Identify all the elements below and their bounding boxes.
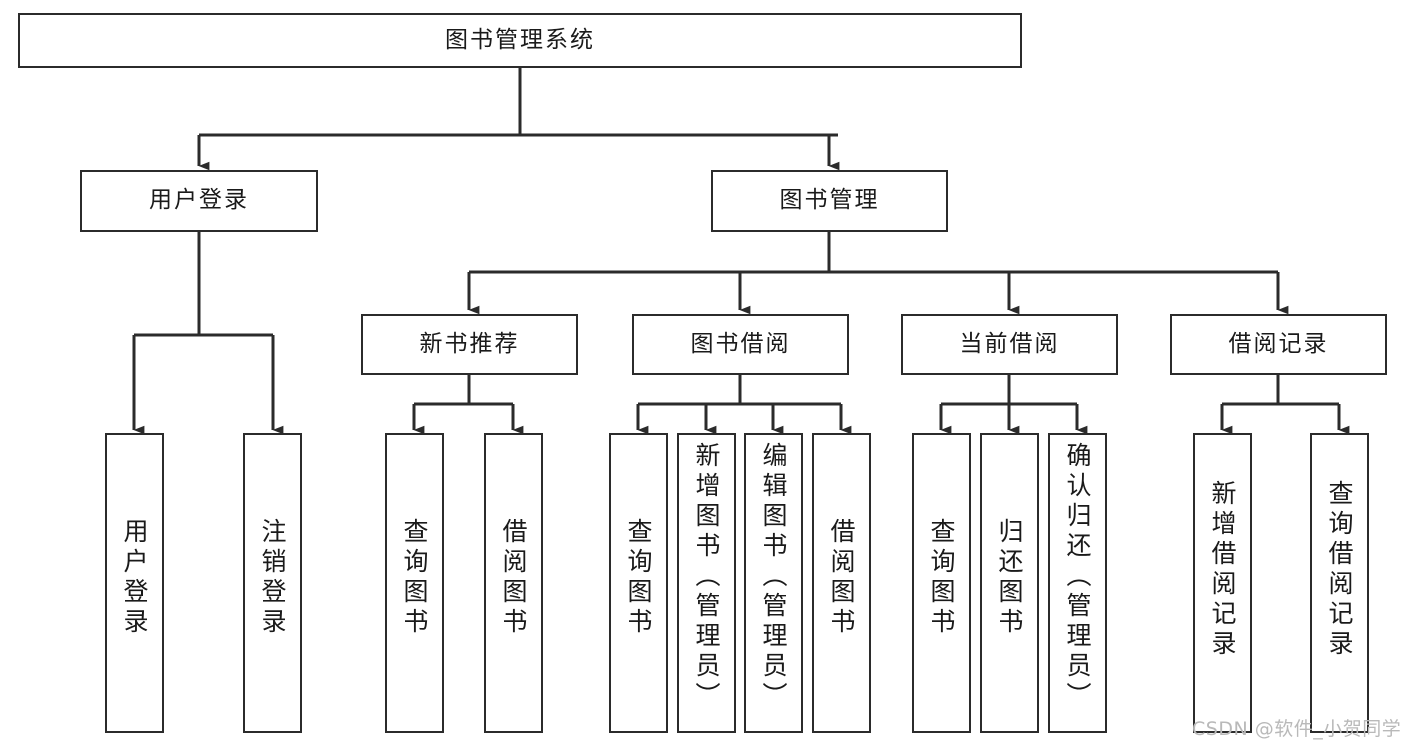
node-leaf-logout-label: 注销登录 — [258, 518, 287, 638]
node-leaf-query-book-3[interactable]: 查询图书 — [912, 433, 971, 733]
node-leaf-borrow-book-1-label: 借阅图书 — [499, 518, 528, 638]
node-leaf-add-book[interactable]: 新增图书（管理员） — [677, 433, 736, 733]
node-new-book-rec-label: 新书推荐 — [419, 330, 520, 357]
node-leaf-add-book-label: 新增图书（管理员） — [692, 442, 721, 712]
node-leaf-confirm-return-label: 确认归还（管理员） — [1063, 442, 1092, 712]
node-root[interactable]: 图书管理系统 — [18, 13, 1022, 68]
node-new-book-rec[interactable]: 新书推荐 — [361, 314, 578, 375]
node-borrow-record-label: 借阅记录 — [1228, 330, 1329, 357]
node-leaf-query-record-label: 查询借阅记录 — [1325, 480, 1354, 660]
node-borrow-record[interactable]: 借阅记录 — [1170, 314, 1387, 375]
node-current-borrow-label: 当前借阅 — [959, 330, 1060, 357]
node-leaf-add-record[interactable]: 新增借阅记录 — [1193, 433, 1252, 733]
node-leaf-return-book-label: 归还图书 — [995, 518, 1024, 638]
node-leaf-query-record[interactable]: 查询借阅记录 — [1310, 433, 1369, 733]
node-leaf-user-login-label: 用户登录 — [120, 518, 149, 638]
node-book-borrow[interactable]: 图书借阅 — [632, 314, 849, 375]
node-user-login[interactable]: 用户登录 — [80, 170, 318, 232]
node-book-manage[interactable]: 图书管理 — [711, 170, 948, 232]
node-leaf-user-login[interactable]: 用户登录 — [105, 433, 164, 733]
node-user-login-label: 用户登录 — [149, 187, 249, 214]
node-leaf-logout[interactable]: 注销登录 — [243, 433, 302, 733]
node-leaf-borrow-book-1[interactable]: 借阅图书 — [484, 433, 543, 733]
node-leaf-edit-book-label: 编辑图书（管理员） — [759, 442, 788, 712]
node-book-borrow-label: 图书借阅 — [690, 330, 791, 357]
node-leaf-add-record-label: 新增借阅记录 — [1208, 480, 1237, 660]
node-leaf-confirm-return[interactable]: 确认归还（管理员） — [1048, 433, 1107, 733]
node-leaf-query-book-1[interactable]: 查询图书 — [385, 433, 444, 733]
node-leaf-edit-book[interactable]: 编辑图书（管理员） — [744, 433, 803, 733]
node-root-label: 图书管理系统 — [445, 26, 595, 53]
node-leaf-return-book[interactable]: 归还图书 — [980, 433, 1039, 733]
node-book-manage-label: 图书管理 — [779, 187, 880, 214]
node-leaf-borrow-book-2-label: 借阅图书 — [827, 518, 856, 638]
node-current-borrow[interactable]: 当前借阅 — [901, 314, 1118, 375]
node-leaf-query-book-2-label: 查询图书 — [624, 518, 653, 638]
node-leaf-query-book-1-label: 查询图书 — [400, 518, 429, 638]
node-leaf-query-book-3-label: 查询图书 — [927, 518, 956, 638]
node-leaf-borrow-book-2[interactable]: 借阅图书 — [812, 433, 871, 733]
node-leaf-query-book-2[interactable]: 查询图书 — [609, 433, 668, 733]
csdn-watermark: CSDN @软件_小贺同学 — [1192, 718, 1402, 740]
